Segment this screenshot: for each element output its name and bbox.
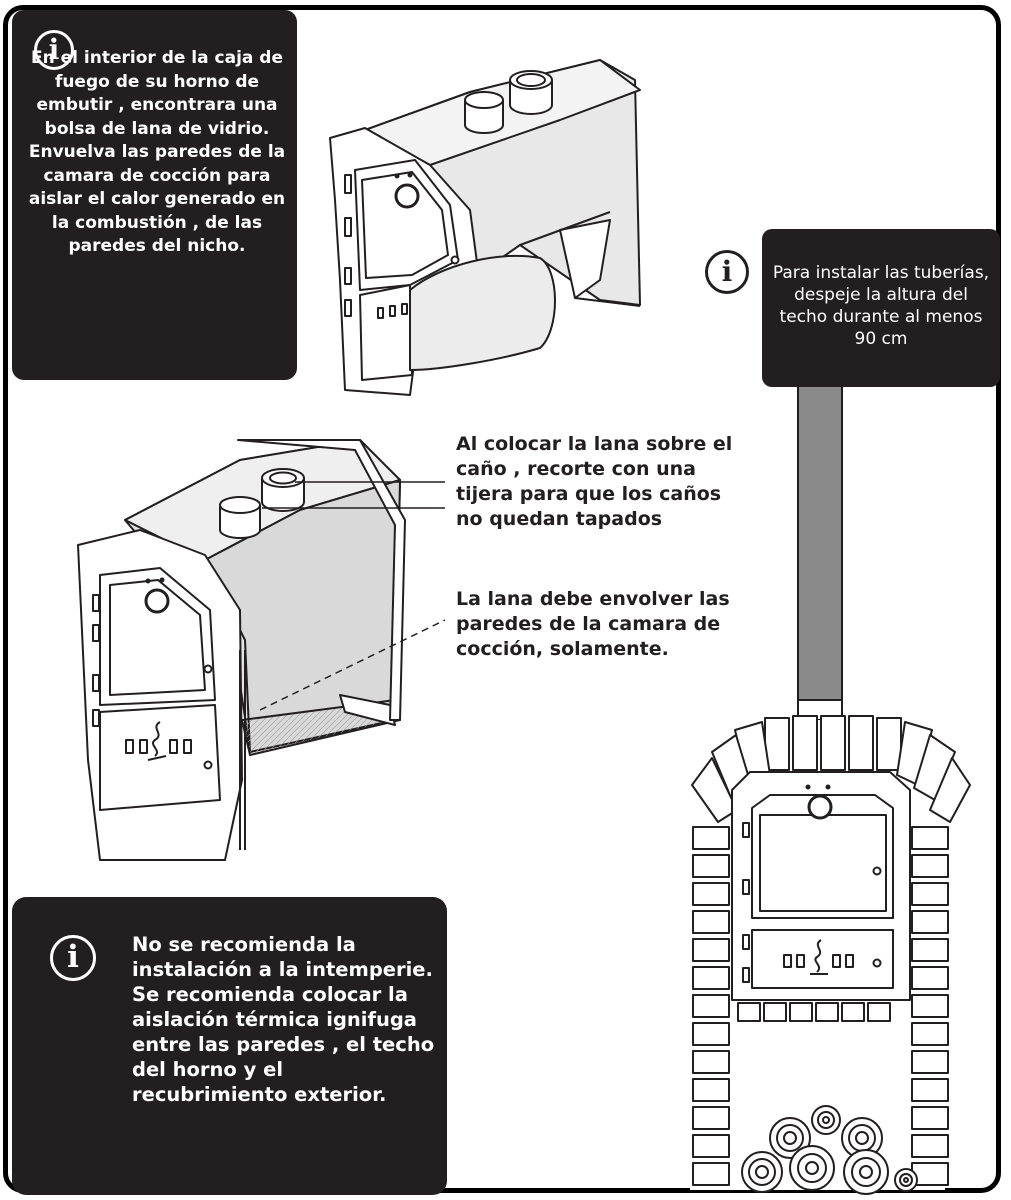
info-icon: i [705, 250, 749, 294]
annotation-leader-lines [259, 481, 446, 711]
annotation-cut-wool: Al colocar la lana sobre el caño , recor… [456, 433, 733, 530]
info-box-pipe-clearance: Para instalar las tuberías, despeje la a… [762, 229, 1000, 387]
info-box-outdoor-warning-text: No se recomienda la instalación a la int… [132, 933, 435, 1106]
middle-oven-illustration [77, 439, 406, 861]
info-box-outdoor-warning: i No se recomienda la instalación a la i… [12, 897, 447, 1195]
info-icon: i [50, 935, 96, 981]
info-icon: i [34, 30, 74, 70]
info-box-glass-wool: i En el interior de la caja de fuego de … [12, 10, 297, 380]
top-oven-illustration [329, 59, 641, 396]
info-box-pipe-clearance-text: Para instalar las tuberías, despeje la a… [772, 263, 990, 349]
brick-niche-illustration [690, 384, 971, 1195]
annotation-wrap-chamber: La lana debe envolver las paredes de la … [456, 588, 730, 660]
info-box-glass-wool-text: En el interior de la caja de fuego de su… [28, 48, 286, 256]
